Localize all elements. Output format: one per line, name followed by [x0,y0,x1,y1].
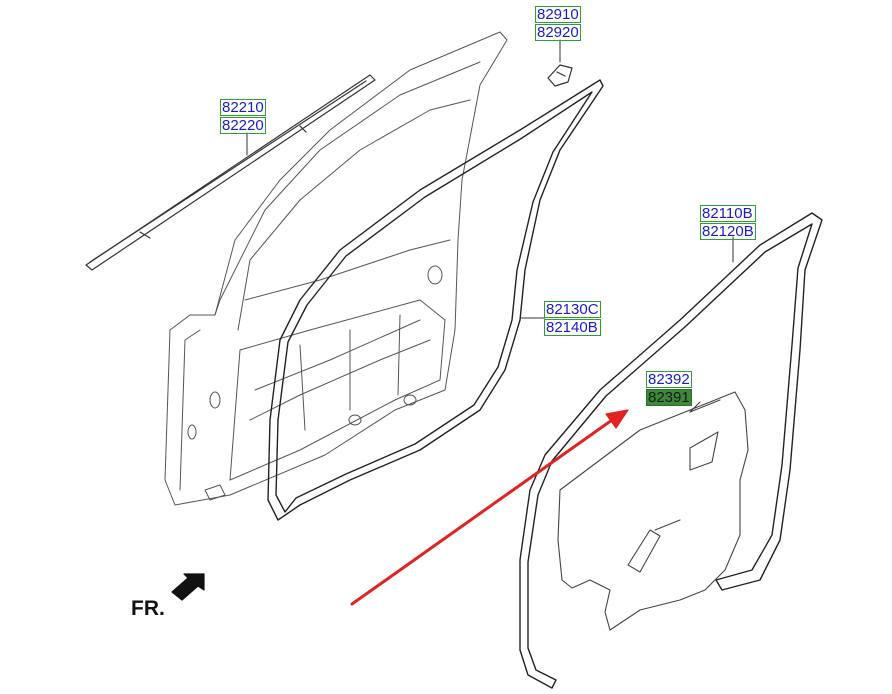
label-sealing-cover: 82392 82391 [646,371,692,407]
label-body-weatherstrip: 82110B 82120B [700,205,756,241]
part-82220-link[interactable]: 82220 [220,117,266,134]
part-82130c-link[interactable]: 82130C [544,301,601,318]
door-weatherstrip [267,79,604,521]
part-82120b-link[interactable]: 82120B [700,223,756,240]
leader-lines [246,39,734,413]
label-mirror-patch: 82910 82920 [535,6,581,42]
label-door-weatherstrip: 82130C 82140B [544,301,601,337]
part-82140b-link[interactable]: 82140B [544,319,601,336]
body-weatherstrip [519,212,823,689]
part-82910-link[interactable]: 82910 [535,6,581,23]
part-82920-link[interactable]: 82920 [535,24,581,41]
part-82391-link-highlighted[interactable]: 82391 [646,389,692,406]
part-82210-link[interactable]: 82210 [220,99,266,116]
red-arrow [350,409,629,606]
front-direction-label: FR. [131,597,165,620]
glass-run-strip [85,74,376,271]
part-82392-link[interactable]: 82392 [646,371,692,388]
front-direction-icon [171,573,205,601]
part-82110b-link[interactable]: 82110B [700,205,756,222]
label-glass-run: 82210 82220 [220,99,266,135]
sealing-cover [557,391,749,631]
mirror-patch [547,64,573,87]
